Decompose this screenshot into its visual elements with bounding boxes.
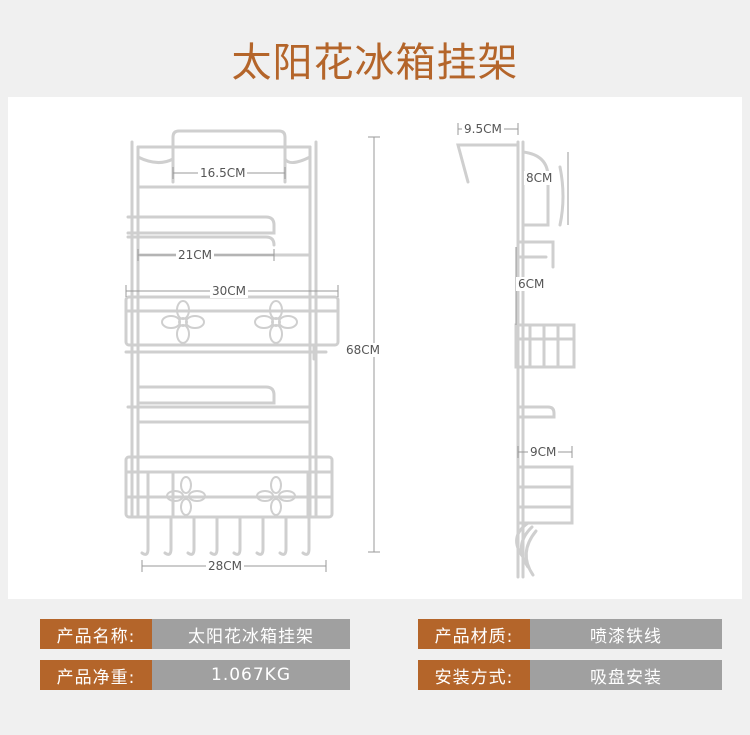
dim-roll-width: 21CM bbox=[176, 248, 215, 262]
dim-basket-width: 30CM bbox=[210, 284, 249, 298]
rack-drawing bbox=[124, 123, 576, 579]
dim-side-hook: 9.5CM bbox=[462, 122, 504, 136]
spec-label: 产品净重: bbox=[40, 660, 152, 690]
dim-height: 68CM bbox=[344, 343, 383, 357]
dim-side-mid: 6CM bbox=[516, 277, 547, 291]
spec-product-name: 产品名称: 太阳花冰箱挂架 bbox=[40, 619, 350, 649]
dim-top-width: 16.5CM bbox=[198, 166, 248, 180]
spec-value: 太阳花冰箱挂架 bbox=[152, 619, 350, 649]
spec-value: 吸盘安装 bbox=[530, 660, 722, 690]
spec-label: 产品名称: bbox=[40, 619, 152, 649]
spec-net-weight: 产品净重: 1.067KG bbox=[40, 660, 350, 690]
spec-material: 产品材质: 喷漆铁线 bbox=[418, 619, 722, 649]
dim-bottom-width: 28CM bbox=[206, 559, 245, 573]
spec-value: 1.067KG bbox=[152, 660, 350, 690]
dim-side-bottom: 9CM bbox=[528, 445, 559, 459]
spec-label: 安装方式: bbox=[418, 660, 530, 690]
spec-value: 喷漆铁线 bbox=[530, 619, 722, 649]
product-diagram: 16.5CM 21CM 30CM 68CM 28CM 9.5CM 8CM 6CM… bbox=[8, 97, 742, 599]
page-title: 太阳花冰箱挂架 bbox=[231, 40, 519, 86]
spec-installation: 安装方式: 吸盘安装 bbox=[418, 660, 722, 690]
dim-side-top: 8CM bbox=[524, 171, 555, 185]
spec-label: 产品材质: bbox=[418, 619, 530, 649]
